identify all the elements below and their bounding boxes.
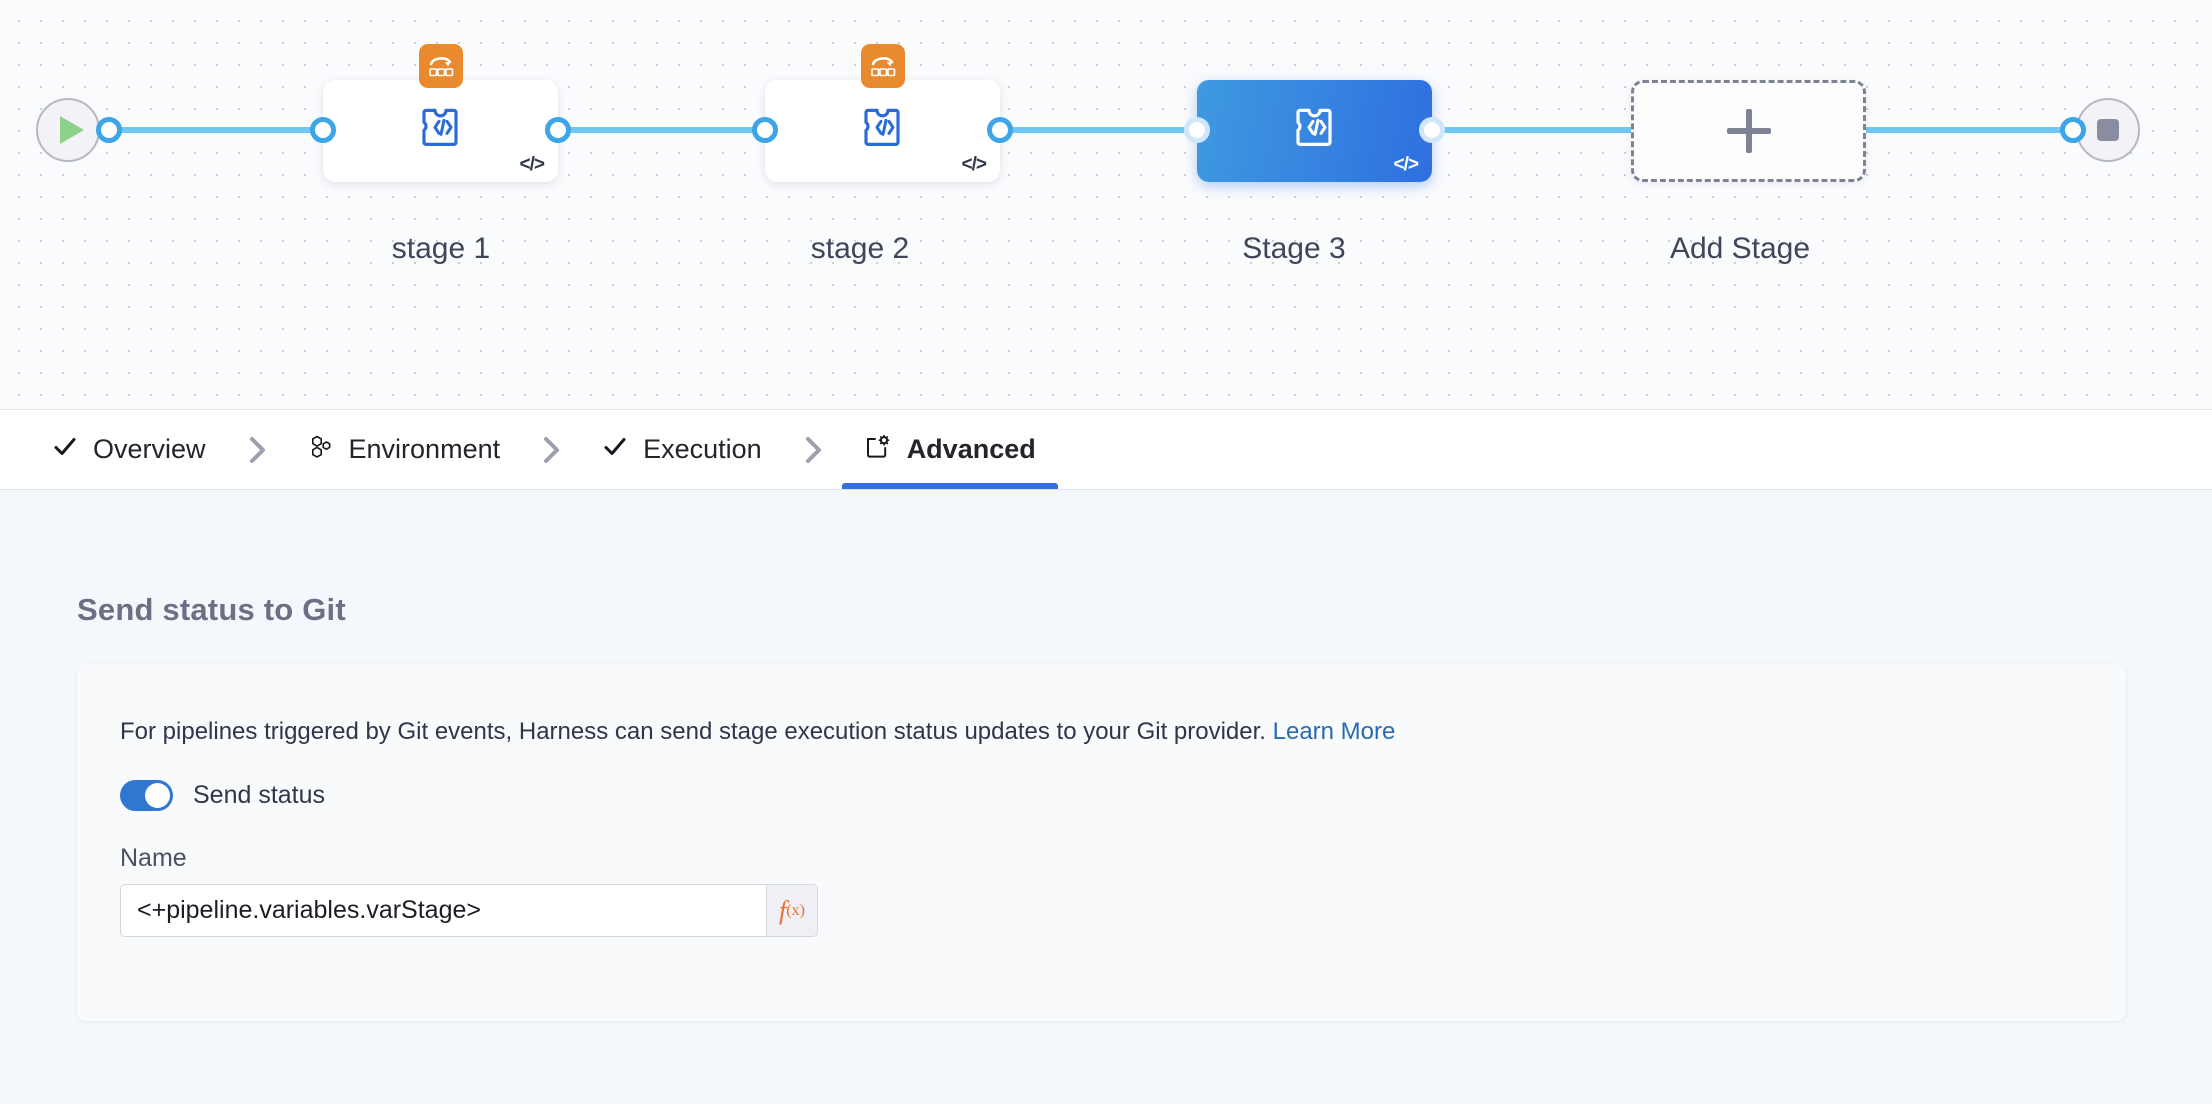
check-icon [602, 434, 628, 465]
end-node-port[interactable] [2060, 117, 2086, 143]
pipeline-start-node[interactable] [36, 98, 100, 162]
send-status-toggle-label: Send status [193, 781, 326, 809]
send-status-toggle-row: Send status [120, 780, 325, 811]
stage-3-input-port[interactable] [1184, 117, 1210, 143]
edge-stage3-to-add [1412, 127, 1652, 133]
stage-type-badge-3: </> [1393, 154, 1420, 175]
name-input[interactable] [120, 884, 766, 937]
custom-stage-icon [415, 101, 467, 158]
start-node-port[interactable] [96, 117, 122, 143]
stage-2-input-port[interactable] [752, 117, 778, 143]
play-icon [59, 116, 84, 144]
fx-f-glyph: f [779, 895, 787, 925]
stage-node-1[interactable]: </> [323, 44, 558, 182]
plus-icon [1726, 109, 1771, 153]
tab-execution[interactable]: Execution [580, 410, 784, 489]
custom-stage-icon [857, 101, 909, 158]
chevron-right-icon [522, 410, 580, 489]
stage-config-tabbar: Overview Environment Execution [0, 409, 2212, 490]
advanced-gear-icon [864, 433, 892, 466]
description-text: For pipelines triggered by Git events, H… [120, 718, 1266, 745]
stage-2-output-port[interactable] [987, 117, 1013, 143]
hexagons-icon [308, 434, 334, 465]
send-status-toggle[interactable] [120, 780, 173, 811]
stage-label-2: stage 2 [810, 232, 910, 265]
stage-node-3[interactable]: </> [1197, 80, 1432, 182]
stop-icon [2097, 119, 2119, 141]
edge-add-to-end [1850, 127, 2090, 133]
fx-expression-button[interactable]: f(x) [766, 884, 818, 937]
tab-label-environment: Environment [348, 434, 501, 464]
stage-type-badge-1: </> [519, 154, 546, 175]
tab-overview[interactable]: Overview [30, 410, 228, 489]
send-status-to-git-card: For pipelines triggered by Git events, H… [77, 664, 2126, 1021]
check-icon [52, 434, 78, 465]
stage-type-badge-2: </> [961, 154, 988, 175]
name-field-label: Name [120, 844, 187, 872]
fx-x-glyph: (x) [786, 901, 805, 919]
matrix-strategy-icon [860, 44, 905, 88]
stage-1-input-port[interactable] [310, 117, 336, 143]
tab-advanced[interactable]: Advanced [841, 410, 1058, 489]
learn-more-link[interactable]: Learn More [1272, 718, 1396, 745]
stage-label-1: stage 1 [391, 232, 491, 265]
add-stage-label: Add Stage [1669, 232, 1811, 265]
stage-1-output-port[interactable] [545, 117, 571, 143]
chevron-right-icon [228, 410, 286, 489]
tab-label-advanced: Advanced [906, 434, 1036, 464]
send-status-description: For pipelines triggered by Git events, H… [120, 716, 1395, 747]
toggle-knob [145, 783, 170, 808]
pipeline-canvas[interactable]: </> stage 1 </> stage 2 [0, 0, 2212, 409]
tab-environment[interactable]: Environment [286, 410, 523, 489]
edge-stage1-to-stage2 [550, 127, 770, 133]
custom-stage-icon [1289, 101, 1341, 158]
stage-node-2[interactable]: </> [765, 44, 1000, 182]
edge-start-to-stage1 [105, 127, 325, 133]
add-stage-node[interactable] [1631, 80, 1866, 182]
edge-stage2-to-stage3 [860, 127, 1200, 133]
stage-label-3: Stage 3 [1242, 232, 1346, 265]
stage-3-output-port[interactable] [1419, 117, 1445, 143]
tab-label-overview: Overview [93, 434, 206, 464]
name-field-group: f(x) [120, 884, 818, 937]
page-title: Send status to Git [77, 592, 346, 627]
tab-label-execution: Execution [643, 434, 762, 464]
chevron-right-icon [784, 410, 842, 489]
matrix-strategy-icon [418, 44, 463, 88]
